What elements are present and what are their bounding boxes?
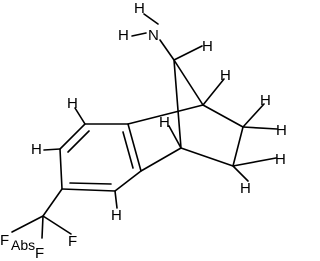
bond-c-f-left: [11, 215, 44, 233]
bond-ring-h-upper-left: [74, 107, 86, 125]
bond-ring-b-c-inner: [67, 130, 90, 153]
bond-n-h1: [143, 13, 159, 25]
bond-ring-c-d: [59, 148, 63, 190]
atom-label-h: H: [134, 0, 145, 17]
atom-label-fluorine: F: [68, 233, 77, 250]
bond-ring-f-a-inner: [122, 131, 134, 169]
bond-bridgehead-top-h: [202, 78, 225, 106]
bond-ch2-ch2: [232, 126, 244, 167]
atom-label-h: H: [111, 207, 122, 224]
bond-ring-f-a-outer: [127, 123, 142, 172]
bond-ch2-lower-h1: [232, 157, 277, 167]
atom-label-nitrogen: N: [148, 27, 159, 44]
bond-bridgehead-top-ring: [127, 104, 204, 125]
stereo-abs-flag: Abs: [11, 237, 35, 253]
molecule-drawing: H H N H H H H H H H H H H F F F Abs: [0, 0, 287, 261]
atom-label-h: H: [240, 180, 251, 197]
bond-ring-d-e-inner: [69, 182, 112, 185]
atom-label-h: H: [202, 38, 213, 55]
atom-labels: H H N H H H H H H H H H H F F F Abs: [0, 0, 287, 261]
bond-ch2-upper-h1: [242, 103, 265, 128]
atom-label-h: H: [260, 92, 271, 109]
atom-label-h: H: [67, 95, 78, 112]
bond-bridgehead-top-ch2: [202, 104, 244, 128]
bond-ch2-lower-h2: [232, 165, 249, 182]
bond-ring-d-e-outer: [61, 188, 116, 192]
bond-c-f-bottom: [41, 215, 44, 239]
bond-bridgehead-lower-ring: [140, 147, 182, 172]
atom-label-h: H: [159, 114, 170, 131]
atom-label-fluorine: F: [0, 232, 9, 249]
bond-n-h2: [131, 32, 147, 37]
bond-bridge-bridgehead-top: [173, 59, 204, 106]
atom-label-h: H: [31, 141, 42, 158]
bonds: [11, 13, 278, 239]
bond-ring-e-f: [114, 170, 142, 192]
bond-bridge-h: [173, 45, 203, 61]
atom-label-fluorine: F: [35, 245, 44, 261]
atom-label-h: H: [276, 122, 287, 139]
bond-n-bridge: [159, 39, 175, 61]
bond-ring-b-c-outer: [59, 123, 86, 150]
structure-diagram: H H N H H H H H H H H H H F F F Abs: [0, 0, 287, 261]
atom-label-h: H: [220, 67, 231, 84]
atom-label-h: H: [118, 27, 129, 44]
bond-ch2-upper-h2: [242, 126, 278, 130]
atom-label-h: H: [275, 151, 286, 168]
bond-ring-h-bottom: [114, 190, 118, 209]
bond-c-f-right: [42, 215, 72, 235]
bond-bridgehead-lower-h: [168, 125, 182, 149]
bond-ch2-bridgehead-lower: [180, 147, 234, 167]
bond-ring-h-left: [43, 148, 61, 151]
bond-bridge-bridgehead-lower: [173, 59, 182, 149]
bond-ring-cf3: [42, 188, 63, 217]
